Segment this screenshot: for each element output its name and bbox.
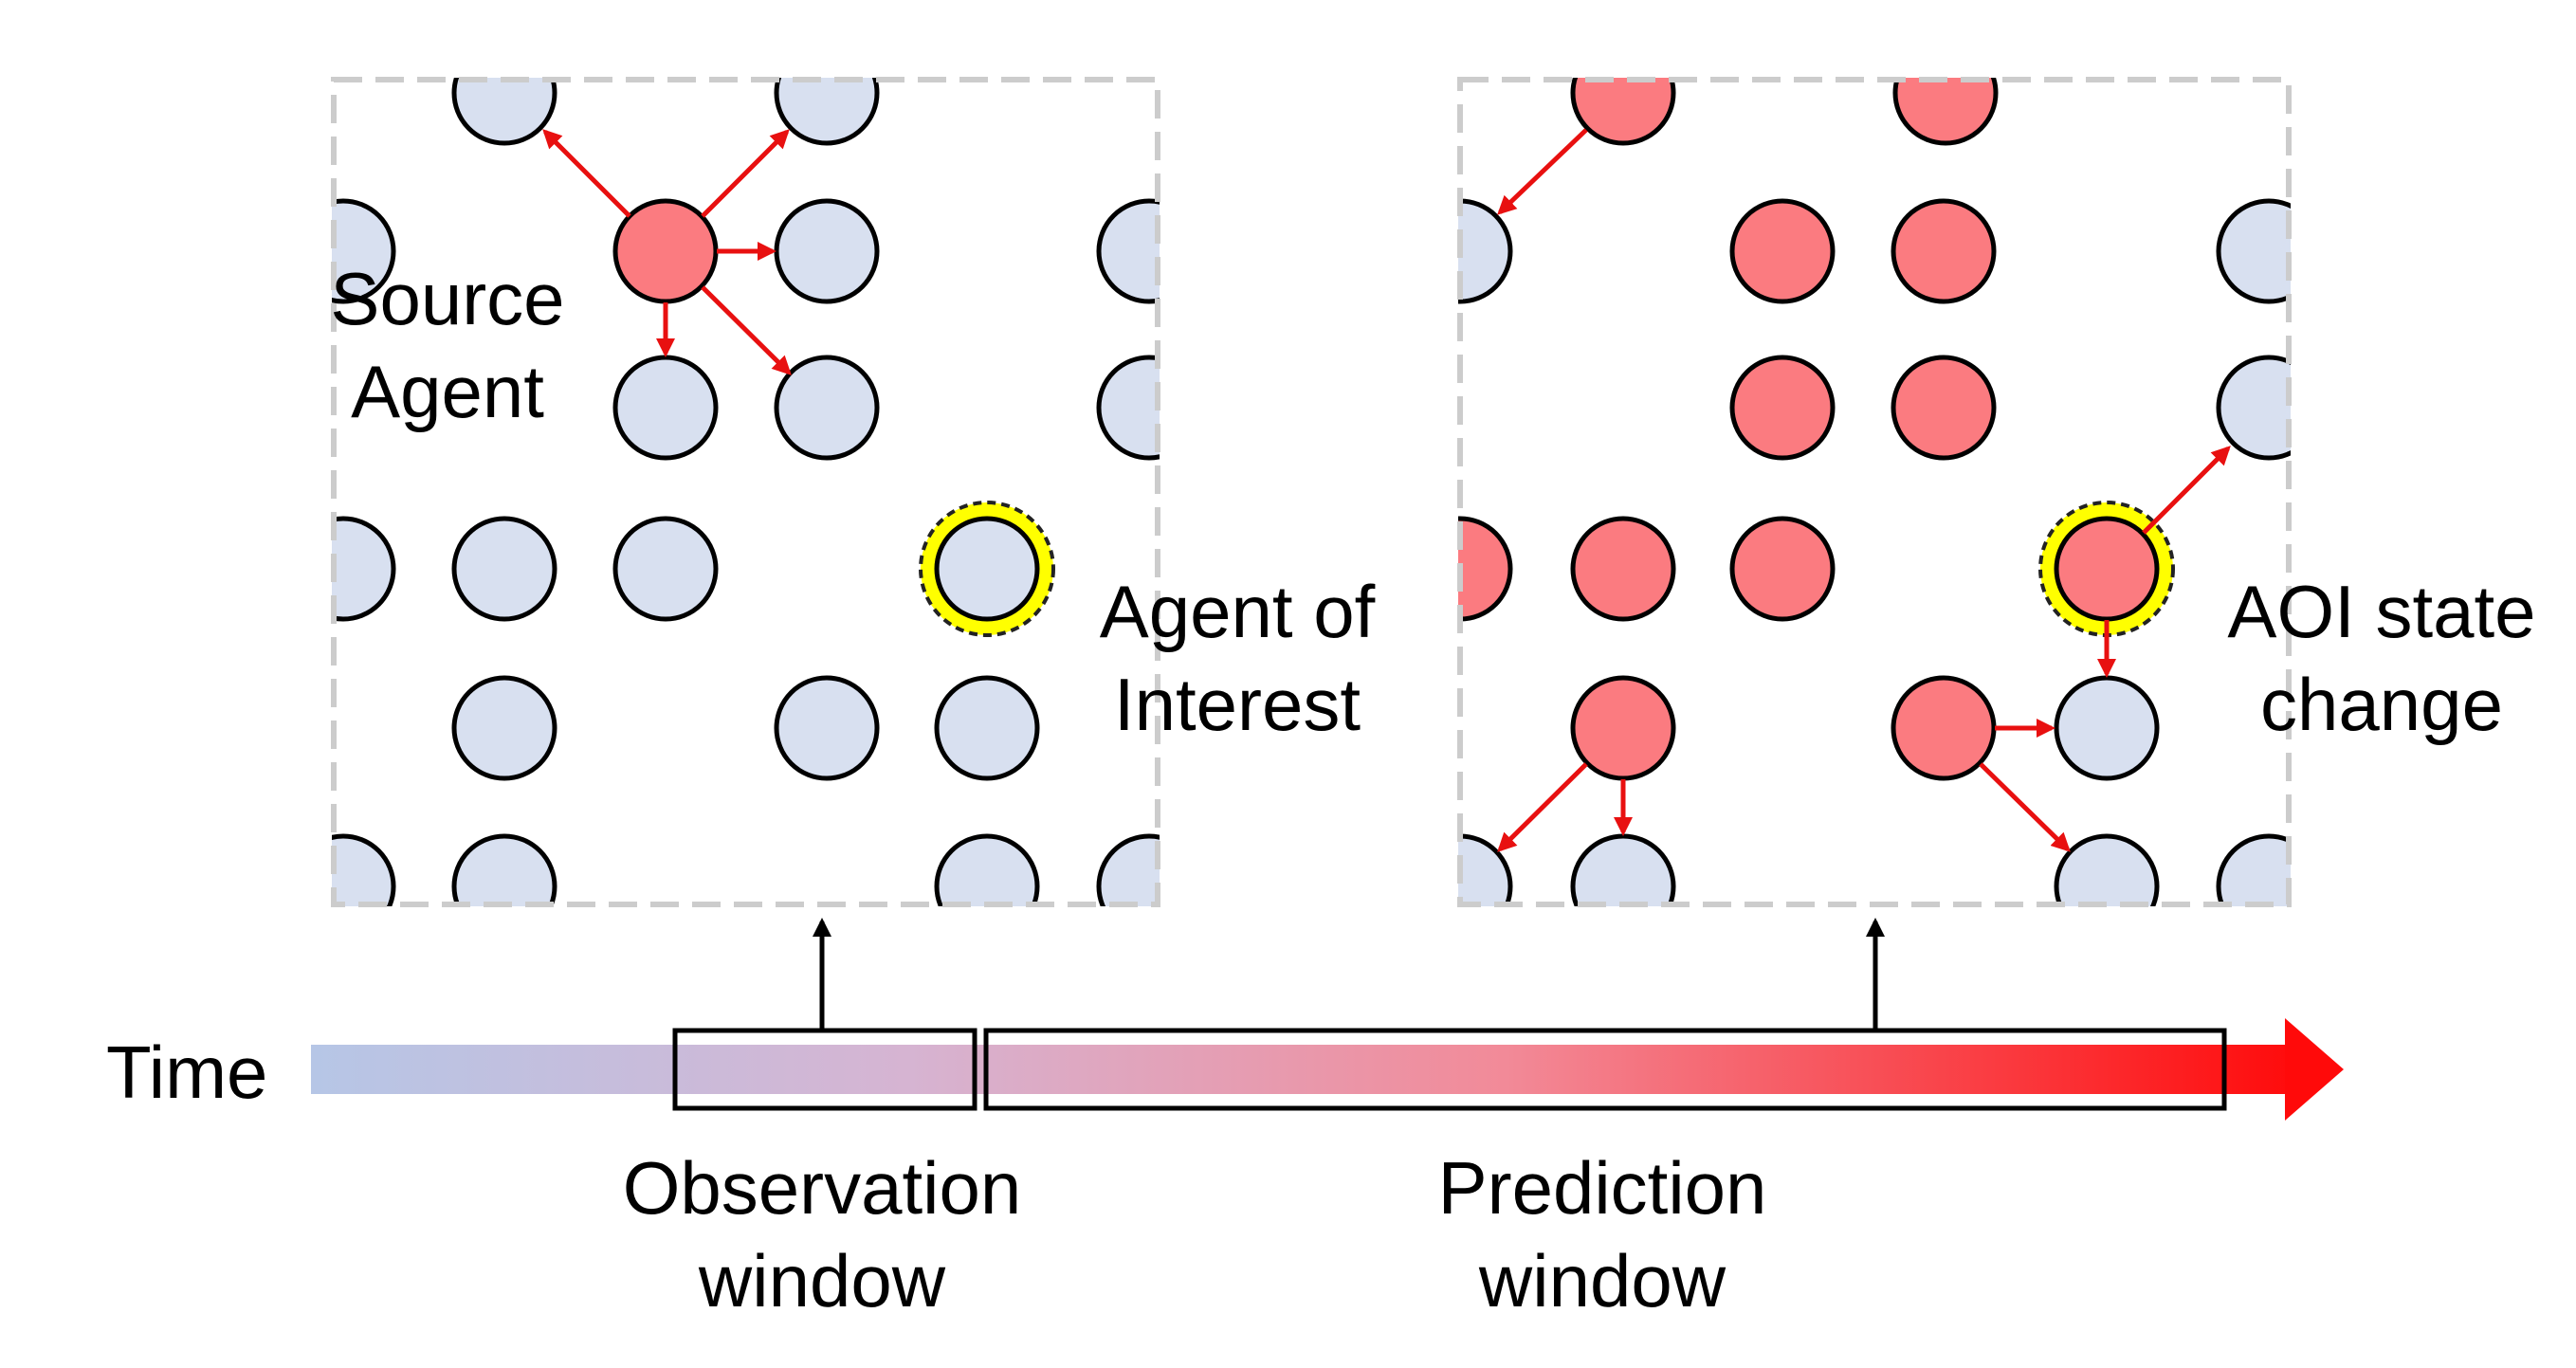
agent-node: [1096, 355, 1160, 461]
source-agent-label: Agent: [351, 350, 544, 433]
agent-node: [332, 833, 396, 906]
agent-node: [451, 516, 557, 622]
prediction-window-box: [983, 1028, 2227, 1111]
agent-node: [612, 355, 719, 461]
agent-node: [451, 833, 557, 906]
agent-node: [2216, 198, 2291, 304]
prediction-window-label: Prediction: [1438, 1146, 1767, 1230]
agent-node: [1729, 355, 1836, 461]
agent-node: [1570, 833, 1676, 906]
agent-node: [332, 516, 396, 622]
agent-node: [934, 675, 1040, 781]
agent-node: [1570, 675, 1676, 781]
prediction-window-label: window: [1478, 1239, 1726, 1322]
agent-node: [1096, 833, 1160, 906]
prediction-panel-border: [1457, 77, 2292, 907]
agent-of-interest-node: [934, 516, 1040, 622]
prediction-influence-arrows: [1497, 128, 2231, 852]
observation-panel-border: [331, 77, 1160, 907]
agent-node: [1570, 516, 1676, 622]
time-arrow-head: [2285, 1018, 2344, 1121]
agent-node: [1729, 516, 1836, 622]
agent-node: [2216, 833, 2291, 906]
agent-node: [1729, 198, 1836, 304]
agent-node: [451, 675, 557, 781]
agent-node: [1891, 198, 1997, 304]
agent-node: [774, 355, 880, 461]
agent-node: [774, 78, 880, 146]
agent-node: [1570, 78, 1676, 146]
agent-node: [332, 198, 396, 304]
agent-node: [774, 675, 880, 781]
agent-node: [1892, 78, 1999, 146]
observation-panel: [331, 77, 1160, 907]
agent-node: [451, 78, 557, 146]
aoi-state-change-label: AOI state: [2227, 570, 2535, 653]
observation-window-label: window: [698, 1239, 946, 1322]
agent-node: [1891, 675, 1997, 781]
observation-window-label: Observation: [623, 1146, 1022, 1230]
source-influence-arrows: [542, 129, 792, 375]
aoi-state-change-label: change: [2260, 663, 2503, 746]
agent-node: [2054, 675, 2160, 781]
agent-node: [1096, 198, 1160, 304]
time-gradient-bar: [311, 1045, 2302, 1094]
agent-of-interest-label: Agent of: [1100, 570, 1376, 653]
prediction-panel: [1457, 77, 2292, 907]
time-label: Time: [106, 1031, 267, 1114]
source-agent-label: Source: [330, 257, 564, 340]
agent-node: [2054, 833, 2160, 906]
agent-node: [1891, 355, 1997, 461]
timeline: Time Observation window Prediction windo…: [106, 918, 2344, 1322]
agent-node: [1458, 833, 1513, 906]
source-agent-node: [612, 198, 719, 304]
observation-window-box: [672, 1028, 977, 1111]
agent-node: [774, 198, 880, 304]
agent-node: [934, 833, 1040, 906]
agent-of-interest-node: [2054, 516, 2160, 622]
agent-of-interest-label: Interest: [1114, 663, 1361, 746]
agent-node: [2216, 355, 2291, 461]
agent-node: [612, 516, 719, 622]
